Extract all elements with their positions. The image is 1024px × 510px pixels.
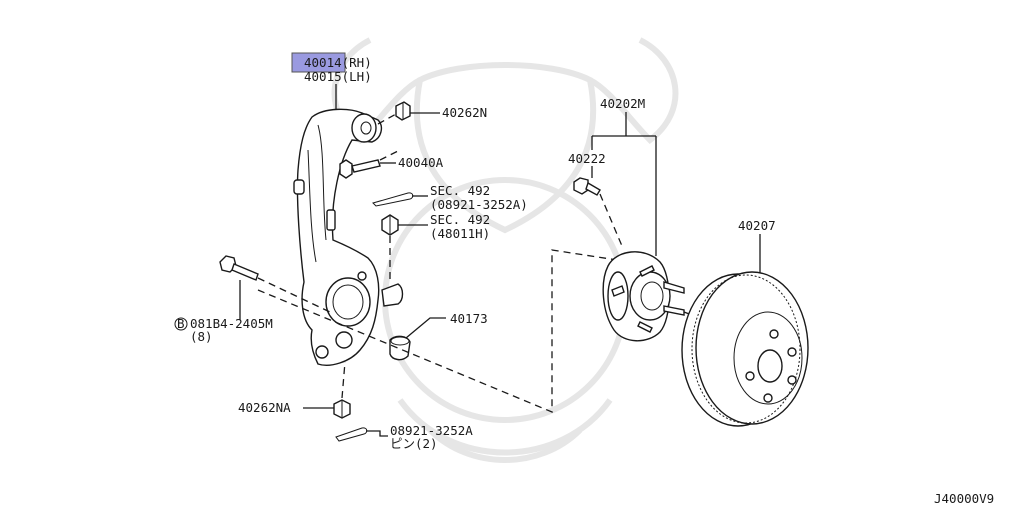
label-bolt-side-qty: (8): [190, 329, 213, 344]
label-sec492-b-title[interactable]: SEC. 492: [430, 212, 490, 227]
wheel-hub[interactable]: [602, 251, 685, 342]
dash-assembly-path: [257, 249, 631, 413]
dash-nut-lower: [341, 361, 346, 399]
dash-bolt-side: [257, 277, 331, 313]
label-hub-assy[interactable]: 40202M: [600, 96, 645, 111]
castle-nut[interactable]: [381, 214, 399, 236]
bolt-side[interactable]: [219, 255, 259, 281]
label-bolt-side-circle: B: [177, 316, 185, 331]
label-pin-lower[interactable]: 08921-3252A: [390, 423, 473, 438]
label-sec492-a-title[interactable]: SEC. 492: [430, 183, 490, 198]
cotter-pin-lower[interactable]: [335, 427, 368, 442]
nut-lower[interactable]: [333, 399, 351, 419]
label-sec492-a-sub[interactable]: (08921-3252A): [430, 197, 528, 212]
steering-knuckle: [293, 108, 404, 366]
label-sec492-b-sub[interactable]: (48011H): [430, 226, 490, 241]
label-knuckle-rh[interactable]: 40014(RH): [304, 55, 372, 70]
circle-b-icon: [174, 317, 188, 331]
dash-bolt-upper: [379, 149, 401, 161]
hub-bolt[interactable]: [573, 177, 601, 196]
bushing[interactable]: [389, 335, 411, 361]
label-bolt-side[interactable]: 081B4-2405M: [190, 316, 273, 331]
label-hub-bolt[interactable]: 40222: [568, 151, 606, 166]
label-pin-lower-qty: ピン(2): [390, 436, 438, 451]
label-nut-upper[interactable]: 40262N: [442, 105, 487, 120]
leader-bushing: [405, 317, 446, 339]
dash-nut-upper: [377, 113, 397, 125]
label-knuckle-lh[interactable]: 40015(LH): [304, 69, 372, 84]
label-nut-lower[interactable]: 40262NA: [238, 400, 291, 415]
label-bushing[interactable]: 40173: [450, 311, 488, 326]
leader-pin-lower: [366, 430, 388, 437]
highlight-box: [291, 52, 346, 73]
diagram-id: J40000V9: [934, 491, 994, 506]
brake-rotor[interactable]: [681, 271, 809, 427]
label-rotor[interactable]: 40207: [738, 218, 776, 233]
dash-hub-bolt: [599, 193, 623, 247]
nut-upper[interactable]: [395, 101, 411, 121]
cotter-pin-upper[interactable]: [372, 192, 414, 207]
label-bolt-upper[interactable]: 40040A: [398, 155, 444, 170]
bolt-upper[interactable]: [339, 159, 381, 179]
